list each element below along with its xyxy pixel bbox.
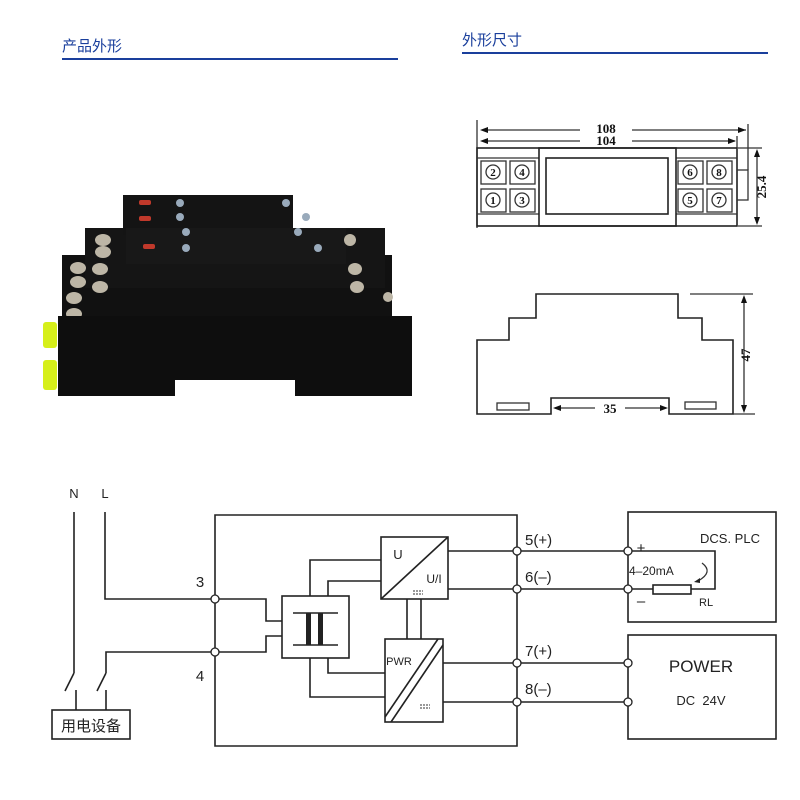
load-label: RL — [699, 597, 713, 609]
terminal-label: 6 — [687, 167, 693, 179]
terminal-blocks: 2 4 1 3 6 8 5 7 — [480, 160, 733, 213]
terminal-label: 7 — [716, 195, 722, 207]
terminal-4-label: 4 — [196, 668, 204, 685]
dcs-minus-label: – — [637, 593, 646, 610]
converter-ui-label: U/I — [426, 572, 441, 586]
device-label: 用电设备 — [61, 718, 121, 735]
dc-symbol-icon — [420, 704, 430, 709]
terminal-6-label: 6(–) — [525, 569, 552, 586]
terminal-8-label: 8(–) — [525, 681, 552, 698]
dcs-plus-label: + — [637, 540, 646, 557]
terminal-5-label: 5(+) — [525, 532, 552, 549]
terminal-7-label: 7(+) — [525, 643, 552, 660]
power-title: POWER — [669, 657, 733, 676]
side-view-drawing: 35 47 — [476, 293, 755, 416]
isolator-box — [214, 514, 518, 747]
terminal-label: 4 — [519, 167, 525, 179]
power-spec: DC 24V — [676, 693, 725, 708]
label-l: L — [101, 486, 108, 501]
yellow-tab — [43, 360, 57, 390]
terminal-3-label: 3 — [196, 574, 204, 591]
header-dimensions: 外形尺寸 — [462, 31, 522, 49]
terminal-label: 1 — [490, 195, 496, 207]
transformer-box — [281, 595, 350, 659]
terminal-label: 8 — [716, 167, 722, 179]
wiring-diagram: N L 用电设备 3 4 U U/I PWR 5(+) 6(–) 7(+) 8(… — [51, 486, 777, 747]
dim-25-4: 25.4 — [754, 175, 769, 198]
terminal-points — [210, 546, 633, 707]
dim-35: 35 — [604, 401, 618, 416]
device-box — [51, 709, 131, 740]
power-module — [384, 638, 444, 723]
current-arrow-icon — [697, 562, 708, 582]
product-photo — [43, 195, 412, 398]
dim-104: 104 — [596, 133, 616, 148]
dc-symbol-icon — [413, 590, 423, 595]
dcs-plc-box — [627, 511, 777, 623]
converter-u-label: U — [393, 547, 402, 562]
load-resistor — [652, 584, 692, 595]
header-product-appearance: 产品外形 — [62, 37, 122, 55]
terminal-label: 2 — [490, 167, 496, 179]
pwr-label: PWR — [386, 656, 412, 668]
top-view-drawing: 108 104 25.4 2 4 1 3 6 8 5 7 — [476, 120, 769, 228]
dcs-plc-label: DCS. PLC — [700, 531, 760, 546]
dim-47: 47 — [738, 348, 753, 362]
dim-108: 108 — [596, 121, 616, 136]
label-n: N — [69, 486, 78, 501]
terminal-label: 3 — [519, 195, 525, 207]
terminal-label: 5 — [687, 195, 693, 207]
u-i-converter — [380, 536, 449, 600]
power-supply-box — [627, 634, 777, 740]
transformer-icon — [293, 612, 338, 646]
signal-label: 4–20mA — [629, 564, 674, 578]
yellow-tab — [43, 322, 57, 348]
